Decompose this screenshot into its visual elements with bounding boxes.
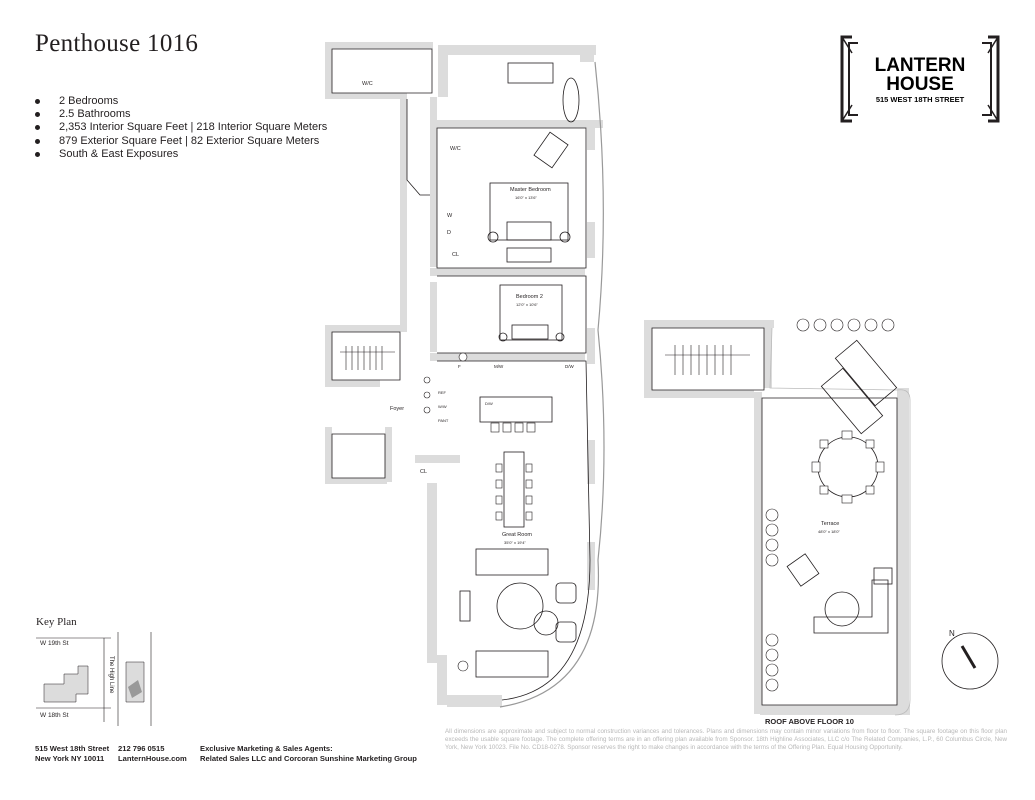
kitchen-island [479,396,553,423]
label-ww: W/W [438,404,447,409]
label-foyer: Foyer [390,406,404,412]
footer-web[interactable]: LanternHouse.com [118,754,187,763]
footer-address: 515 West 18th Street New York NY 10011 [35,744,109,764]
plan-outlines [331,48,911,716]
label-cl-foyer: CL [420,469,427,475]
stairs [340,345,750,375]
sofa-top [475,548,549,576]
label-pant: PANT [438,418,449,423]
key-plan-north-street: W 19th St [40,640,69,647]
key-plan-side-street: The High Line [108,656,114,694]
label-bedroom2: Bedroom 2 [516,294,543,300]
label-dw-island: D/W [485,401,493,406]
label-w: W [447,213,453,219]
lantern-house-logo: LANTERN HOUSE 515 WEST 18TH STREET [840,35,1000,123]
label-master-dim: 16'0" x 13'6" [515,195,538,200]
chairs-and-plants [423,318,895,692]
footer-contact: 212 796 0515 LanternHouse.com [118,744,187,764]
sofa-bottom [475,650,549,678]
furniture [459,62,898,678]
room-labels: W/C W/C Master Bedroom 16'0" x 13'6" Bed… [362,81,841,545]
label-terrace-dim: 48'0" x 18'0" [818,529,841,534]
label-bedroom2-dim: 12'0" x 10'6" [516,302,539,307]
legal-disclaimer: All dimensions are approximate and subje… [445,728,1007,751]
key-plan-south-street: W 18th St [40,712,69,719]
label-dw: D/W [565,364,575,369]
feature-item: 879 Exterior Square Feet | 82 Exterior S… [35,135,327,148]
feature-item: 2.5 Bathrooms [35,108,327,121]
compass-label: N [949,629,955,638]
label-ref: REF [438,390,447,395]
label-d: D [447,230,451,236]
page-title: Penthouse 1016 [35,30,199,57]
compass: N [941,629,999,690]
footer-agents: Exclusive Marketing & Sales Agents: Rela… [200,744,417,764]
label-terrace: Terrace [821,521,839,527]
key-plan-label: Key Plan [36,616,77,628]
key-plan: W 19th St W 18th St The High Line [36,632,152,726]
logo-line1: LANTERN [875,55,966,76]
label-master: Master Bedroom [510,187,551,193]
bathtub [562,77,580,123]
logo-line3: 515 WEST 18TH STREET [876,95,965,104]
plan-walls [325,42,910,715]
dining-table [503,451,525,528]
footer-address1: 515 West 18th Street [35,744,110,753]
label-great-room: Great Room [502,532,532,538]
label-f: F [458,364,461,369]
label-wic-mid: W/C [450,146,461,152]
label-cl: CL [452,252,459,258]
footer-phone: 212 796 0515 [118,744,165,753]
feature-item: 2 Bedrooms [35,95,327,108]
label-great-room-dim: 35'0" x 19'4" [504,540,527,545]
feature-list: 2 Bedrooms 2.5 Bathrooms 2,353 Interior … [35,95,327,161]
bedroom2-bed [499,284,563,341]
roof-label: ROOF ABOVE FLOOR 10 [765,717,854,726]
footer-address2: New York NY 10011 [35,754,105,763]
label-wic-top: W/C [362,81,373,87]
footer-agents-title: Exclusive Marketing & Sales Agents: [200,744,333,753]
feature-item: 2,353 Interior Square Feet | 218 Interio… [35,121,327,134]
logo-line2: HOUSE [886,74,954,95]
label-mw: M/W [494,364,504,369]
footer-agents-names: Related Sales LLC and Corcoran Sunshine … [200,754,417,763]
feature-item: South & East Exposures [35,148,327,161]
